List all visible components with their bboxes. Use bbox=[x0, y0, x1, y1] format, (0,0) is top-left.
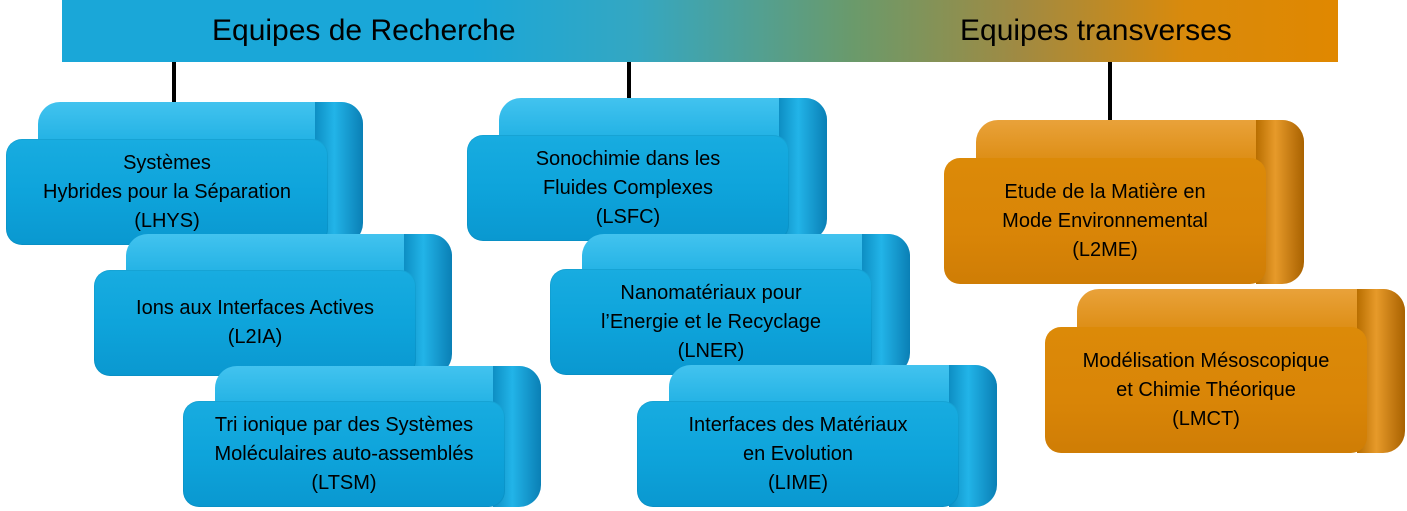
team-box-lime: Interfaces des Matériaux en Evolution (L… bbox=[637, 365, 997, 507]
team-box-lhys: Systèmes Hybrides pour la Séparation (LH… bbox=[6, 102, 363, 245]
box-front-face: Ions aux Interfaces Actives (L2IA) bbox=[94, 270, 416, 376]
team-box-l2me: Etude de la Matière en Mode Environnemen… bbox=[944, 120, 1304, 284]
team-box-l2ia: Ions aux Interfaces Actives (L2IA) bbox=[94, 234, 452, 376]
transverse-teams-title: Equipes transverses bbox=[960, 14, 1232, 47]
team-label-ltsm: Tri ionique par des Systèmes Moléculaire… bbox=[214, 413, 474, 494]
box-front-face: Etude de la Matière en Mode Environnemen… bbox=[944, 158, 1266, 284]
box-top-face bbox=[499, 98, 827, 142]
team-label-lmct: Modélisation Mésoscopique et Chimie Théo… bbox=[1082, 349, 1330, 430]
box-top-face bbox=[976, 120, 1304, 164]
team-box-lsfc: Sonochimie dans les Fluides Complexes (L… bbox=[467, 98, 827, 241]
team-box-lmct: Modélisation Mésoscopique et Chimie Théo… bbox=[1045, 289, 1405, 453]
box-front-face: Tri ionique par des Systèmes Moléculaire… bbox=[183, 401, 505, 507]
box-top-face bbox=[1077, 289, 1405, 333]
box-front-face: Systèmes Hybrides pour la Séparation (LH… bbox=[6, 139, 328, 245]
box-front-face: Interfaces des Matériaux en Evolution (L… bbox=[637, 401, 959, 507]
team-label-l2me: Etude de la Matière en Mode Environnemen… bbox=[1002, 180, 1208, 261]
team-box-ltsm: Tri ionique par des Systèmes Moléculaire… bbox=[183, 366, 541, 507]
team-label-lsfc: Sonochimie dans les Fluides Complexes (L… bbox=[535, 147, 721, 228]
connector-column-2 bbox=[627, 62, 631, 124]
connector-column-3 bbox=[1108, 62, 1112, 130]
team-label-lhys: Systèmes Hybrides pour la Séparation (LH… bbox=[43, 151, 291, 232]
team-label-lime: Interfaces des Matériaux en Evolution (L… bbox=[688, 413, 908, 494]
team-label-lner: Nanomatériaux pour l’Energie et le Recyc… bbox=[600, 281, 822, 362]
box-top-face bbox=[38, 102, 363, 146]
research-teams-title: Equipes de Recherche bbox=[212, 14, 516, 47]
connector-column-1 bbox=[172, 62, 176, 126]
team-label-l2ia: Ions aux Interfaces Actives (L2IA) bbox=[136, 297, 374, 348]
box-front-face: Nanomatériaux pour l’Energie et le Recyc… bbox=[550, 269, 872, 375]
box-front-face: Modélisation Mésoscopique et Chimie Théo… bbox=[1045, 327, 1367, 453]
header-banner bbox=[62, 0, 1338, 62]
team-box-lner: Nanomatériaux pour l’Energie et le Recyc… bbox=[550, 234, 910, 375]
box-front-face: Sonochimie dans les Fluides Complexes (L… bbox=[467, 135, 789, 241]
